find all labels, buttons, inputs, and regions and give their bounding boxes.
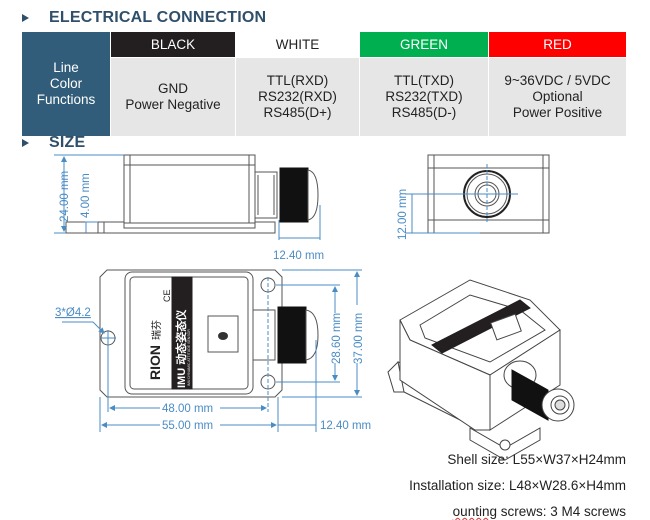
dim-end-center-height: 12.00 mm [397, 189, 409, 240]
dim-side-height: 24.00 mm [59, 171, 71, 222]
electrical-connection-table: Line Color Functions BLACK WHITE GREEN R… [22, 32, 626, 136]
brand-cn: 瑞芬 [151, 320, 163, 340]
top-view-dimensions [62, 269, 362, 432]
dim-flange-height: 4.00 mm [80, 173, 92, 218]
side-view-drawing [65, 154, 319, 234]
label-bg [160, 400, 220, 414]
column-header-red: RED [489, 32, 626, 57]
spec-shell-size: Shell size: L55×W37×H24mm [447, 452, 626, 467]
section-title-electrical: ELECTRICAL CONNECTION [22, 9, 266, 27]
spec-screws-rest: screws: 3 M4 screws [496, 504, 626, 519]
spec-mounting-screws: ounting screws: 3 M4 screws [453, 504, 626, 519]
label-bg [352, 305, 364, 363]
row-header-line-color-functions: Line Color Functions [22, 32, 110, 136]
dim-hole-spec: 3*Ø4.2 [55, 307, 91, 319]
function-line: RS232(RXD) [258, 89, 337, 104]
function-cell-green: TTL(TXD) RS232(TXD) RS485(D-) [360, 58, 488, 136]
bullet-triangle-icon [22, 14, 29, 22]
dim-cable-length-side: 12.40 mm [273, 250, 324, 262]
function-line: GND [158, 81, 188, 96]
function-line: RS232(TXD) [385, 89, 463, 104]
row-header-color: Color [49, 76, 83, 91]
function-cell-red: 9~36VDC / 5VDC Optional Power Positive [489, 58, 626, 136]
isometric-cable-gland [503, 360, 575, 422]
function-line: TTL(TXD) [394, 73, 454, 88]
label-bg [160, 417, 220, 431]
dim-total-length: 55.00 mm [162, 420, 213, 432]
row-header-line: Line [53, 60, 79, 75]
function-line: 9~36VDC / 5VDC [504, 73, 611, 88]
label-bg [330, 313, 342, 363]
axis-icon [218, 332, 228, 340]
row-header-functions: Functions [36, 92, 96, 107]
isometric-view-drawing [387, 279, 575, 461]
ce-mark: CE [162, 289, 172, 302]
function-line: TTL(RXD) [266, 73, 329, 88]
product-subtitle: IMU DYNAMIC ATTITUDE SENSOR [187, 329, 191, 386]
section-title-text: ELECTRICAL CONNECTION [49, 9, 267, 26]
spec-installation-size: Installation size: L48×W28.6×H4mm [409, 478, 626, 493]
function-line: Power Negative [125, 97, 221, 112]
side-view-dimensions [54, 154, 321, 240]
function-cell-white: TTL(RXD) RS232(RXD) RS485(D+) [236, 58, 359, 136]
function-line: RS485(D+) [263, 105, 332, 120]
brand-logo: RION [147, 345, 163, 380]
product-name: IMU 动态姿态仪 [174, 309, 188, 388]
function-line: RS485(D-) [391, 105, 457, 120]
end-view-dimensions [405, 164, 518, 234]
section-title-text: SIZE [49, 134, 86, 151]
top-view-drawing [99, 269, 319, 398]
dim-install-width: 28.60 mm [331, 313, 343, 364]
device-label-graphics: RION 瑞芬 CE IMU 动态姿态仪 IMU DYNAMIC ATTITUD… [147, 289, 228, 388]
function-cell-black: GND Power Negative [111, 58, 235, 136]
dim-cable-length-top: 12.40 mm [320, 420, 371, 432]
function-line: Power Positive [512, 105, 603, 120]
column-header-green: GREEN [360, 32, 488, 57]
spell-error-word: ounting [452, 504, 497, 519]
column-header-white: WHITE [236, 32, 359, 57]
section-title-size: SIZE [22, 134, 85, 152]
dim-install-length: 48.00 mm [162, 403, 213, 415]
column-header-black: BLACK [111, 32, 235, 57]
dim-total-width: 37.00 mm [353, 313, 365, 364]
bullet-triangle-icon [22, 139, 29, 147]
function-line: Optional [532, 89, 583, 104]
